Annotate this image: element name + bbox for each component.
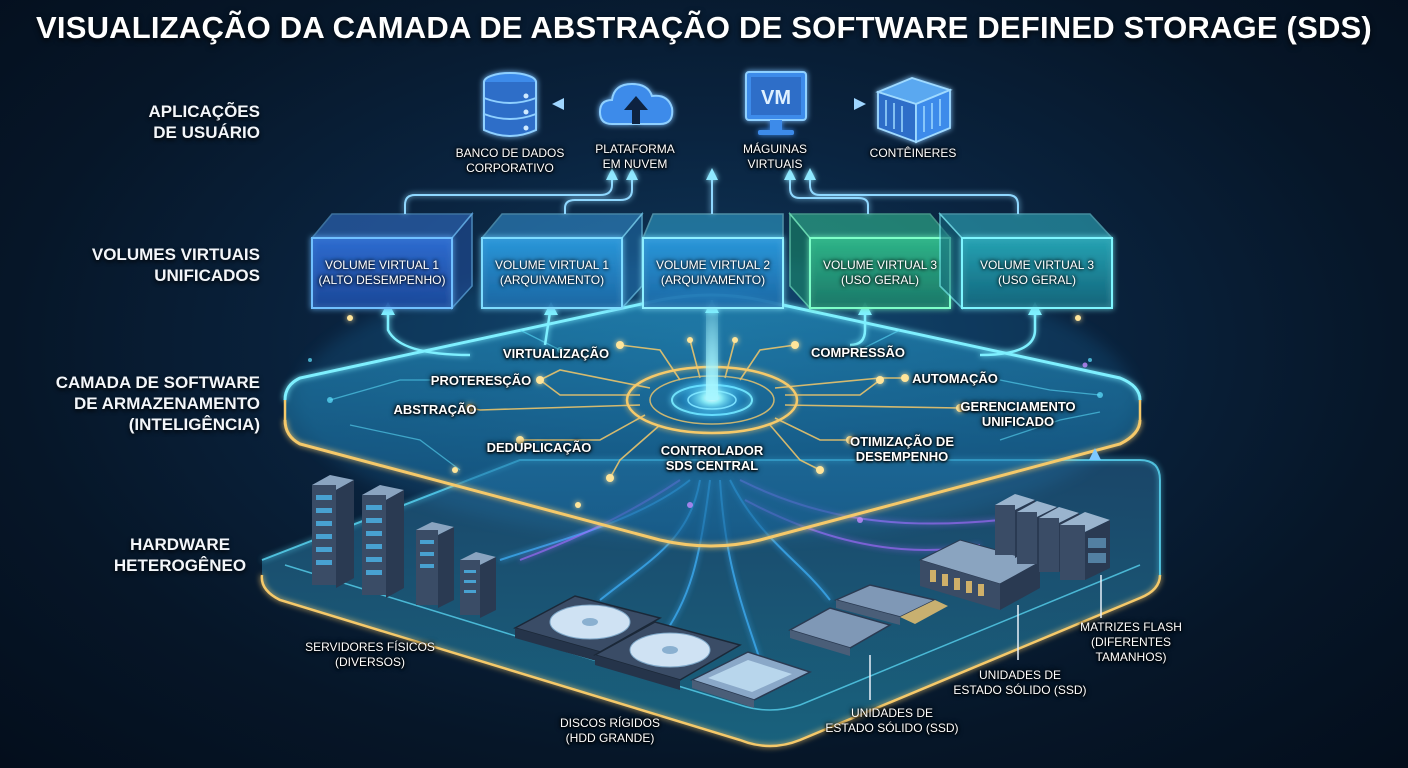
label-ssd-b: UNIDADES DE ESTADO SÓLIDO (SSD)	[940, 668, 1100, 698]
volume-label-line: VOLUME VIRTUAL 1	[324, 258, 440, 272]
server-icon	[312, 475, 354, 588]
function-label-line: UNIFICADO	[981, 414, 1055, 429]
layer-label-software: CAMADA DE SOFTWARE DE ARMAZENAMENTO (INT…	[20, 372, 260, 435]
ssd-enclosure-icon	[918, 539, 1042, 610]
volume-label-line: VOLUME VIRTUAL 1	[494, 258, 610, 272]
hardware-label-line: UNIDADES DE	[850, 706, 933, 720]
function-compression: COMPRESSÃO	[811, 345, 905, 360]
controller-label-line: SDS CENTRAL	[665, 458, 759, 473]
database-icon	[483, 72, 537, 137]
layer-label-line: APLICAÇÕES	[148, 102, 260, 121]
app-label-cloud: PLATAFORMA EM NUVEM	[580, 142, 690, 172]
flash-array-group	[995, 494, 1110, 580]
svg-text:VM: VM	[761, 87, 791, 109]
volume-label-line: (USO GERAL)	[997, 273, 1076, 287]
app-label-database: BANCO DE DADOS CORPORATIVO	[445, 146, 575, 176]
hardware-label-line: MATRIZES FLASH	[1080, 620, 1182, 634]
layer-label-line: VOLUMES VIRTUAIS	[91, 245, 260, 264]
function-automation: AUTOMAÇÃO	[912, 371, 998, 386]
ssd-icon	[788, 607, 892, 656]
layer-label-line: HETEROGÊNEO	[113, 556, 247, 575]
hardware-label-line: (DIFERENTES	[1090, 635, 1171, 649]
function-label-line: OTIMIZAÇÃO DE	[850, 434, 954, 449]
volume-virtual-1-archive: VOLUME VIRTUAL 1 (ARQUIVAMENTO)	[481, 242, 623, 304]
flash-array-icon	[1060, 512, 1110, 580]
volume-label-line: (ARQUIVAMENTO)	[660, 273, 766, 287]
app-label-containers: CONTÊINERES	[858, 146, 968, 161]
volume-virtual-2-archive: VOLUME VIRTUAL 2 (ARQUIVAMENTO)	[642, 242, 784, 304]
function-performance-optimization: OTIMIZAÇÃO DE DESEMPENHO	[846, 434, 958, 464]
hardware-label-line: (DIVERSOS)	[334, 655, 405, 669]
label-ssd-a: UNIDADES DE ESTADO SÓLIDO (SSD)	[812, 706, 972, 736]
container-icon	[875, 77, 953, 144]
app-label-line: CONTÊINERES	[869, 146, 957, 160]
server-icon	[362, 485, 404, 598]
layer-label-line: DE USUÁRIO	[153, 123, 260, 142]
layer-label-line: DE ARMAZENAMENTO	[73, 394, 260, 413]
app-label-line: MÁGUINAS	[742, 142, 807, 156]
function-unified-management: GERENCIAMENTO UNIFICADO	[956, 399, 1080, 429]
function-protection: PROTERESÇÃO	[430, 373, 532, 388]
layer-label-line: CAMADA DE SOFTWARE	[55, 373, 260, 392]
layer-label-apps: APLICAÇÕES DE USUÁRIO	[100, 101, 260, 143]
volume-virtual-3-general-b: VOLUME VIRTUAL 3 (USO GERAL)	[966, 242, 1108, 304]
volume-label-line: VOLUME VIRTUAL 3	[822, 258, 938, 272]
server-icon	[460, 552, 496, 618]
app-label-line: VIRTUAIS	[747, 157, 803, 171]
volume-label-line: VOLUME VIRTUAL 3	[979, 258, 1095, 272]
hardware-label-line: ESTADO SÓLIDO (SSD)	[953, 683, 1087, 697]
layer-label-line: UNIFICADOS	[154, 266, 260, 285]
label-hard-disks: DISCOS RÍGIDOS (HDD GRANDE)	[540, 716, 680, 746]
hardware-label-line: DISCOS RÍGIDOS	[559, 716, 660, 730]
controller-label-line: CONTROLADOR	[660, 443, 764, 458]
function-deduplication: DEDUPLICAÇÃO	[486, 440, 592, 455]
volume-label-line: VOLUME VIRTUAL 2	[655, 258, 771, 272]
hardware-label-line: SERVIDORES FÍSICOS	[305, 640, 435, 654]
hardware-platform	[260, 459, 1162, 748]
app-label-line: CORPORATIVO	[466, 161, 554, 175]
ssd-2-5-icon	[690, 651, 812, 708]
page-title: VISUALIZAÇÃO DA CAMADA DE ABSTRAÇÃO DE S…	[36, 10, 1372, 45]
function-label-line: DESEMPENHO	[855, 449, 949, 464]
hard-disk-icon	[593, 621, 742, 690]
label-physical-servers: SERVIDORES FÍSICOS (DIVERSOS)	[290, 640, 450, 670]
hard-disk-icon	[513, 595, 662, 662]
volume-boxes	[310, 211, 1114, 311]
hardware-label-line: (HDD GRANDE)	[565, 731, 655, 745]
physical-servers-group	[312, 475, 496, 618]
layer-label-line: (INTELIGÊNCIA)	[128, 415, 260, 434]
ssd-group	[788, 584, 948, 656]
layer-label-hardware: HARDWARE HETEROGÊNEO	[100, 534, 260, 576]
hardware-label-line: TAMANHOS)	[1095, 650, 1167, 664]
volume-label-line: (ARQUIVAMENTO)	[499, 273, 605, 287]
volume-virtual-1-high-perf: VOLUME VIRTUAL 1 (ALTO DESEMPENHO)	[311, 242, 453, 304]
vm-monitor-icon: VM	[745, 71, 807, 135]
volume-virtual-3-general: VOLUME VIRTUAL 3 (USO GERAL)	[809, 242, 951, 304]
layer-label-volumes: VOLUMES VIRTUAIS UNIFICADOS	[60, 244, 260, 286]
function-label-line: GERENCIAMENTO	[960, 399, 1076, 414]
function-abstraction: ABSTRAÇÃO	[393, 402, 477, 417]
layer-label-line: HARDWARE	[129, 535, 231, 554]
hardware-label-line: ESTADO SÓLIDO (SSD)	[825, 721, 959, 735]
server-icon	[416, 522, 454, 608]
ssd-icon	[833, 584, 948, 625]
app-label-line: BANCO DE DADOS	[455, 146, 565, 160]
app-label-line: PLATAFORMA	[595, 142, 675, 156]
hardware-label-line: UNIDADES DE	[978, 668, 1061, 682]
cloud-upload-icon	[598, 82, 674, 125]
volume-label-line: (USO GERAL)	[840, 273, 919, 287]
label-flash-arrays: MATRIZES FLASH (DIFERENTES TAMANHOS)	[1066, 620, 1196, 665]
function-virtualization: VIRTUALIZAÇÃO	[502, 346, 610, 361]
hdd-group	[513, 595, 812, 708]
app-label-vm: MÁGUINAS VIRTUAIS	[730, 142, 820, 172]
sds-central-controller: CONTROLADOR SDS CENTRAL	[652, 443, 772, 473]
volume-label-line: (ALTO DESEMPENHO)	[318, 273, 446, 287]
app-label-line: EM NUVEM	[602, 157, 668, 171]
